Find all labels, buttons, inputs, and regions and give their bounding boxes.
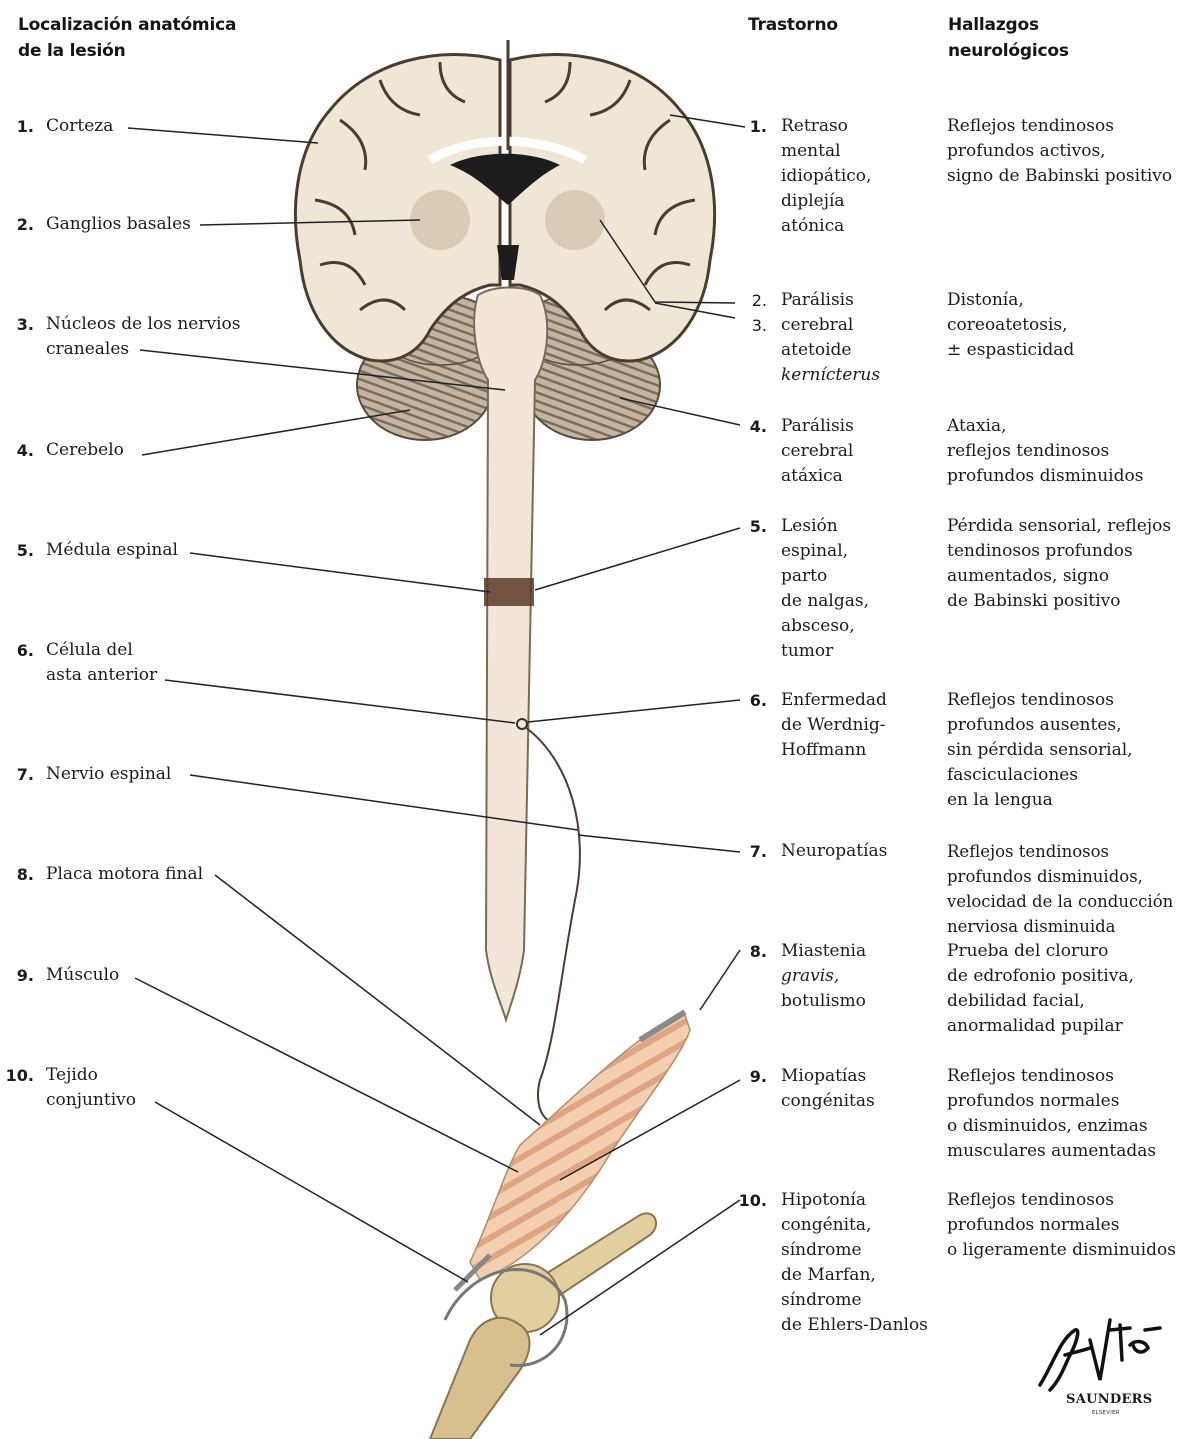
location-label: Núcleos de los nervios craneales: [46, 312, 241, 362]
disorder-text: Parálisis cerebral atáxica: [781, 414, 854, 489]
disorder-number: 5.: [733, 514, 767, 539]
disorder-number: 10.: [733, 1188, 767, 1213]
location-label: Músculo: [46, 963, 119, 988]
disorder-number-secondary: 3.: [733, 313, 767, 338]
finding-text: Prueba del cloruro de edrofonio positiva…: [947, 939, 1134, 1039]
disorder-text: Hipotonía congénita, síndrome de Marfan,…: [781, 1188, 928, 1338]
location-number: 7.: [0, 762, 34, 787]
header-location: Localización anatómica de la lesión: [18, 12, 236, 64]
location-number: 6.: [0, 638, 34, 663]
disorder-text: Neuropatías: [781, 839, 887, 864]
location-number: 9.: [0, 963, 34, 988]
muscle: [470, 1012, 690, 1280]
disorder-number: 7.: [733, 839, 767, 864]
finding-text: Distonía, coreoatetosis, ± espasticidad: [947, 288, 1074, 363]
disorder-text: Miastenia: [781, 939, 866, 964]
location-number: 10.: [0, 1063, 34, 1088]
location-label: Corteza: [46, 114, 113, 139]
disorder-number: 9.: [733, 1064, 767, 1089]
disorder-text-italic: gravis,: [781, 964, 839, 989]
publisher-imprint: ELSEVIER: [1092, 1410, 1120, 1416]
finding-text: Reflejos tendinosos profundos ausentes, …: [947, 688, 1133, 813]
disorder-number: 2.: [733, 288, 767, 313]
disorder-text: Miopatías congénitas: [781, 1064, 875, 1114]
location-label: Placa motora final: [46, 862, 203, 887]
disorder-number: 8.: [733, 939, 767, 964]
header-disorder: Trastorno: [748, 12, 838, 38]
knee-joint: [430, 1213, 656, 1439]
location-number: 2.: [0, 212, 34, 237]
location-label: Ganglios basales: [46, 212, 191, 237]
disorder-text: Enfermedad de Werdnig- Hoffmann: [781, 688, 887, 763]
location-label: Cerebelo: [46, 438, 124, 463]
location-label: Nervio espinal: [46, 762, 171, 787]
disorder-text-italic: kernícterus: [781, 363, 880, 388]
disorder-text: Retraso mental idiopático, diplejía atón…: [781, 114, 871, 239]
spinal-lesion-band: [484, 578, 534, 606]
location-number: 3.: [0, 312, 34, 337]
finding-text: Reflejos tendinosos profundos disminuido…: [947, 839, 1173, 939]
disorder-text: Parálisis cerebral atetoide: [781, 288, 854, 363]
finding-text: Reflejos tendinosos profundos normales o…: [947, 1064, 1156, 1164]
disorder-number: 4.: [733, 414, 767, 439]
header-findings: Hallazgos neurológicos: [948, 12, 1069, 64]
location-label: Tejido conjuntivo: [46, 1063, 136, 1113]
disorder-number: 6.: [733, 688, 767, 713]
disorder-number: 1.: [733, 114, 767, 139]
finding-text: Pérdida sensorial, reflejos tendinosos p…: [947, 514, 1171, 614]
finding-text: Reflejos tendinosos profundos activos, s…: [947, 114, 1172, 189]
location-label: Médula espinal: [46, 538, 178, 563]
publisher-name: SAUNDERS: [1066, 1392, 1152, 1407]
location-number: 8.: [0, 862, 34, 887]
location-number: 1.: [0, 114, 34, 139]
spinal-nerve: [525, 727, 580, 1120]
location-label: Célula del asta anterior: [46, 638, 157, 688]
disorder-text-after: botulismo: [781, 989, 866, 1014]
finding-text: Reflejos tendinosos profundos normales o…: [947, 1188, 1176, 1263]
finding-text: Ataxia, reflejos tendinosos profundos di…: [947, 414, 1143, 489]
location-number: 5.: [0, 538, 34, 563]
location-number: 4.: [0, 438, 34, 463]
disorder-text: Lesión espinal, parto de nalgas, absceso…: [781, 514, 869, 664]
